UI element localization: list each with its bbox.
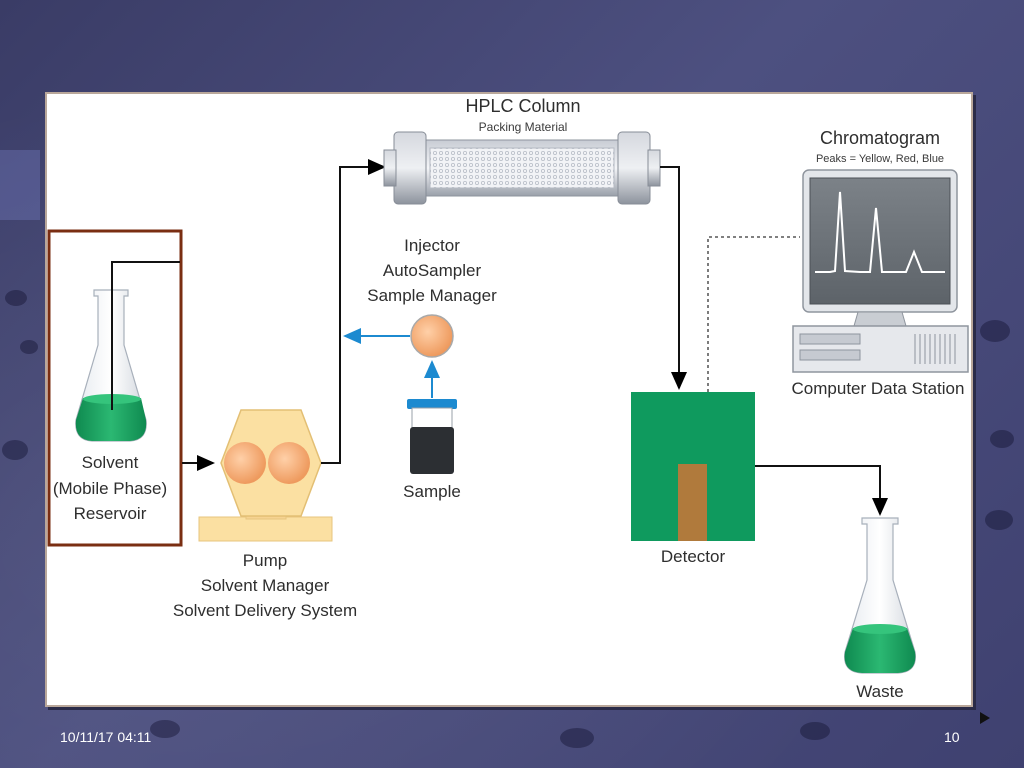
sample-vial-cap bbox=[407, 399, 457, 409]
waste-label: Waste bbox=[856, 682, 904, 701]
column-title: HPLC Column bbox=[465, 96, 580, 116]
decorative-dot bbox=[990, 430, 1014, 448]
decorative-dot bbox=[980, 320, 1010, 342]
flow-line-column-to-detector bbox=[660, 166, 687, 390]
pump-label-line-3: Solvent Delivery System bbox=[173, 601, 357, 620]
flow-line-detector-to-waste bbox=[755, 465, 888, 516]
decorative-dot bbox=[800, 722, 830, 740]
corner-pointer-icon bbox=[980, 712, 990, 724]
decorative-dot bbox=[150, 720, 180, 738]
waste-liquid-surface bbox=[853, 624, 907, 634]
column-cap-right-nut bbox=[647, 149, 661, 187]
decorative-dot bbox=[5, 290, 27, 306]
decorative-stair bbox=[0, 150, 40, 220]
injector-label-line-3: Sample Manager bbox=[367, 286, 497, 305]
waste-liquid bbox=[844, 628, 916, 673]
sample-label: Sample bbox=[403, 482, 461, 501]
injector-valve bbox=[410, 314, 454, 358]
chromatogram-title: Chromatogram bbox=[820, 128, 940, 148]
decorative-dot bbox=[20, 340, 38, 354]
detector-flow-cell bbox=[678, 464, 707, 541]
decorative-dot bbox=[560, 728, 594, 748]
solvent-liquid bbox=[75, 398, 147, 441]
reservoir-border bbox=[47, 229, 183, 547]
flow-line-pump-to-column bbox=[321, 159, 386, 464]
sample-vial-liquid bbox=[410, 427, 454, 474]
pump-base bbox=[198, 516, 333, 542]
column-cap-left-nut bbox=[383, 149, 397, 187]
computer-drive-2 bbox=[799, 349, 861, 361]
column-packing bbox=[429, 147, 615, 189]
chromatogram-subtitle: Peaks = Yellow, Red, Blue bbox=[816, 153, 944, 165]
detector-label: Detector bbox=[661, 547, 726, 566]
column-cap-left bbox=[393, 131, 427, 205]
pump-label-line-2: Solvent Manager bbox=[201, 576, 330, 595]
footer-page-number: 10 bbox=[944, 729, 960, 745]
computer-label: Computer Data Station bbox=[792, 379, 965, 398]
chromatogram-trace bbox=[815, 191, 945, 273]
computer-drive-1 bbox=[799, 333, 861, 345]
solvent-label-line-2: (Mobile Phase) bbox=[53, 479, 167, 498]
injector-label-line-2: AutoSampler bbox=[383, 261, 482, 280]
decorative-dot bbox=[985, 510, 1013, 530]
computer-vents bbox=[914, 334, 956, 364]
signal-line-detector-to-computer bbox=[707, 236, 800, 392]
solvent-label-line-1: Solvent bbox=[82, 453, 139, 472]
sample-vial-neck bbox=[411, 407, 453, 429]
decorative-dot bbox=[2, 440, 28, 460]
computer-case bbox=[792, 325, 969, 373]
column-subtitle: Packing Material bbox=[479, 120, 568, 134]
pump-label-line-1: Pump bbox=[243, 551, 287, 570]
column-cap-right bbox=[617, 131, 651, 205]
pump-head-left bbox=[224, 442, 266, 484]
solvent-tube bbox=[111, 261, 180, 410]
solvent-label-line-3: Reservoir bbox=[74, 504, 147, 523]
monitor-neck bbox=[853, 311, 907, 327]
footer-date: 10/11/17 04:11 bbox=[60, 729, 152, 745]
pump-head-right bbox=[268, 442, 310, 484]
injector-label-line-1: Injector bbox=[404, 236, 460, 255]
